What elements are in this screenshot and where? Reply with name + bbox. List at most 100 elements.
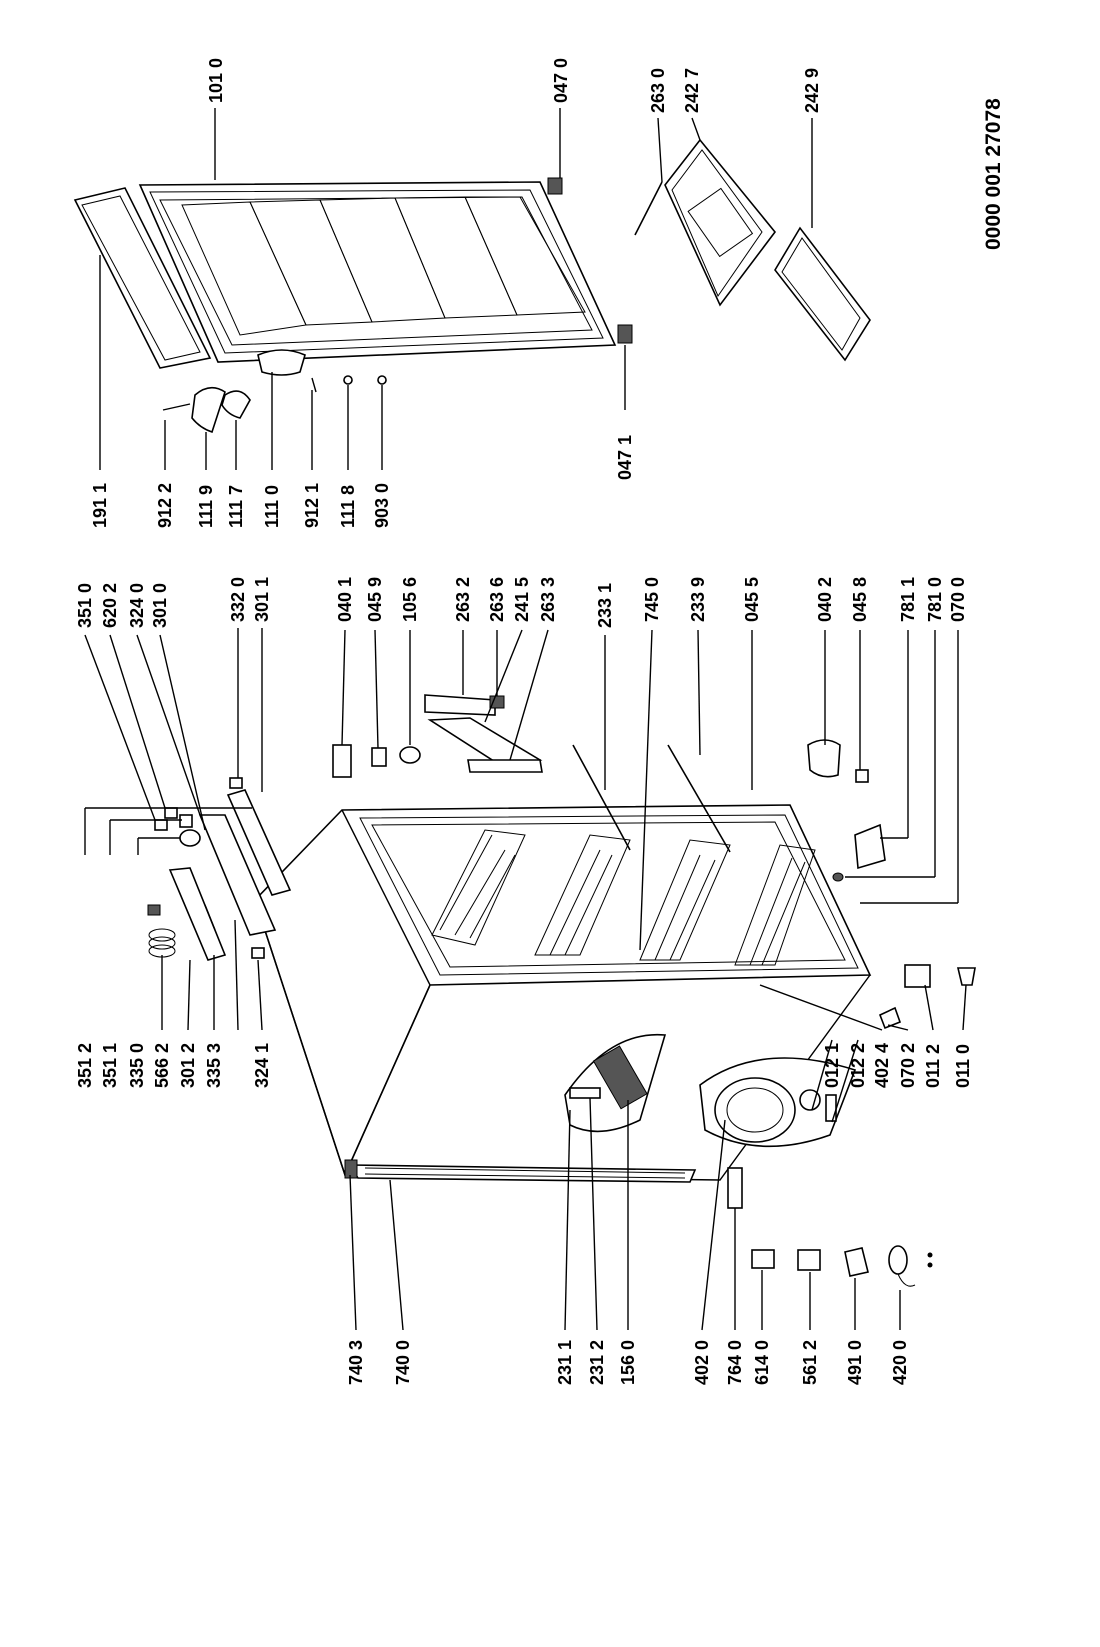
part-label: 045 8	[850, 577, 870, 622]
part-label: 351 2	[75, 1043, 95, 1088]
lamp-324-1	[251, 947, 265, 959]
part-label: 335 3	[204, 1043, 224, 1088]
shelf-rail-upper	[572, 744, 631, 851]
part-label: 351 0	[75, 583, 95, 628]
part-label: 111 9	[196, 485, 216, 528]
part-label: 324 1	[252, 1043, 272, 1088]
part-label: 242 7	[682, 68, 702, 113]
part-label: 045 5	[742, 577, 762, 622]
part-label: 242 9	[802, 68, 822, 113]
part-label: 047 0	[551, 58, 571, 103]
part-label: 231 1	[555, 1340, 575, 1385]
part-label: 263 2	[453, 577, 473, 622]
control-panel	[147, 777, 292, 961]
filter-drier	[727, 1167, 743, 1209]
leader-lines	[84, 108, 967, 1331]
part-label: 740 0	[393, 1340, 413, 1385]
part-label: 191 1	[90, 483, 110, 528]
part-label: 070 2	[898, 1043, 918, 1088]
rail-263-2	[424, 694, 496, 716]
part-label: 332 0	[228, 577, 248, 622]
shelf-rail-lower	[667, 744, 731, 853]
door-gasket	[73, 187, 212, 369]
part-label: 745 0	[642, 577, 662, 622]
part-label: 263 3	[538, 577, 558, 622]
part-label: 561 2	[800, 1340, 820, 1385]
part-label: 233 1	[595, 583, 615, 628]
capacitor-420-0	[888, 1245, 908, 1275]
part-label: 263 0	[648, 68, 668, 113]
overload-561-2	[797, 1249, 821, 1271]
part-label: 040 1	[335, 577, 355, 622]
part-label: 912 1	[302, 483, 322, 528]
part-label: 101 0	[206, 58, 226, 103]
part-label: 012 1	[822, 1043, 842, 1088]
drawer-upper	[664, 138, 777, 307]
control-housing	[198, 814, 277, 936]
door-panel	[138, 181, 617, 363]
part-label: 351 1	[100, 1043, 120, 1088]
hinge-040-2	[807, 739, 841, 778]
lamp-332-0	[229, 777, 243, 789]
rail-263-3	[467, 759, 543, 773]
part-label: 241 5	[512, 577, 532, 622]
part-label: 335 0	[127, 1043, 147, 1088]
cover-491-0	[844, 1247, 869, 1277]
drawer-lower	[774, 226, 871, 362]
handle-cover-left	[191, 386, 226, 434]
part-label: 233 9	[688, 577, 708, 622]
part-label: 012 2	[848, 1043, 868, 1088]
part-label: 324 0	[127, 583, 147, 628]
part-label: 047 1	[615, 435, 635, 480]
part-105-6	[399, 746, 421, 764]
knob-620-2	[164, 807, 178, 819]
part-label: 903 0	[372, 483, 392, 528]
part-label: 566 2	[152, 1043, 172, 1088]
part-label: 620 2	[100, 583, 120, 628]
part-label: 781 0	[925, 577, 945, 622]
handle-cover-right	[221, 390, 251, 419]
foot-bracket	[904, 964, 931, 988]
part-label: 614 0	[752, 1340, 772, 1385]
cabinet-body	[254, 744, 976, 1209]
part-045-9	[371, 747, 387, 767]
door-assembly	[73, 177, 633, 434]
freezer-drawers	[634, 138, 871, 362]
part-labels: 101 0 047 0 263 0 242 7 242 9 0000 001 2…	[75, 58, 1005, 1385]
knob-351-1	[179, 814, 193, 828]
document-number: 0000 001 27078	[982, 98, 1005, 250]
part-label: 111 7	[226, 485, 246, 528]
evaporator-tag	[569, 1087, 601, 1099]
part-label: 912 2	[155, 483, 175, 528]
thermostat-knob	[179, 829, 201, 847]
screw-903-0	[377, 375, 387, 385]
part-label: 111 0	[262, 485, 282, 528]
thermostat-301-2	[168, 867, 227, 961]
bushing-045-8	[855, 769, 869, 783]
part-label: 040 2	[815, 577, 835, 622]
part-label: 764 0	[725, 1340, 745, 1385]
screw-111-8	[343, 375, 353, 385]
part-label: 402 4	[872, 1043, 892, 1088]
adjustable-foot	[956, 967, 976, 986]
capillary-coil	[148, 928, 176, 958]
knob-351-0	[154, 819, 168, 831]
part-label: 420 0	[890, 1340, 910, 1385]
wire-shelves	[431, 829, 816, 966]
lower-door-hinge	[617, 324, 633, 344]
condenser	[348, 1164, 697, 1183]
part-label: 740 3	[346, 1340, 366, 1385]
part-label: 105 6	[400, 577, 420, 622]
plug-781-0	[832, 872, 844, 882]
electrical-parts	[751, 1245, 933, 1287]
part-label: 301 2	[178, 1043, 198, 1088]
panel-strip-301-1	[226, 789, 292, 896]
part-label: 402 0	[692, 1340, 712, 1385]
part-label: 301 1	[252, 577, 272, 622]
condenser-clip	[344, 1159, 358, 1179]
cover-781-1	[854, 823, 886, 870]
drawer-bar	[634, 181, 663, 236]
upper-door-hinge	[547, 177, 563, 195]
part-label: 011 0	[953, 1044, 973, 1088]
part-label: 263 6	[487, 577, 507, 622]
